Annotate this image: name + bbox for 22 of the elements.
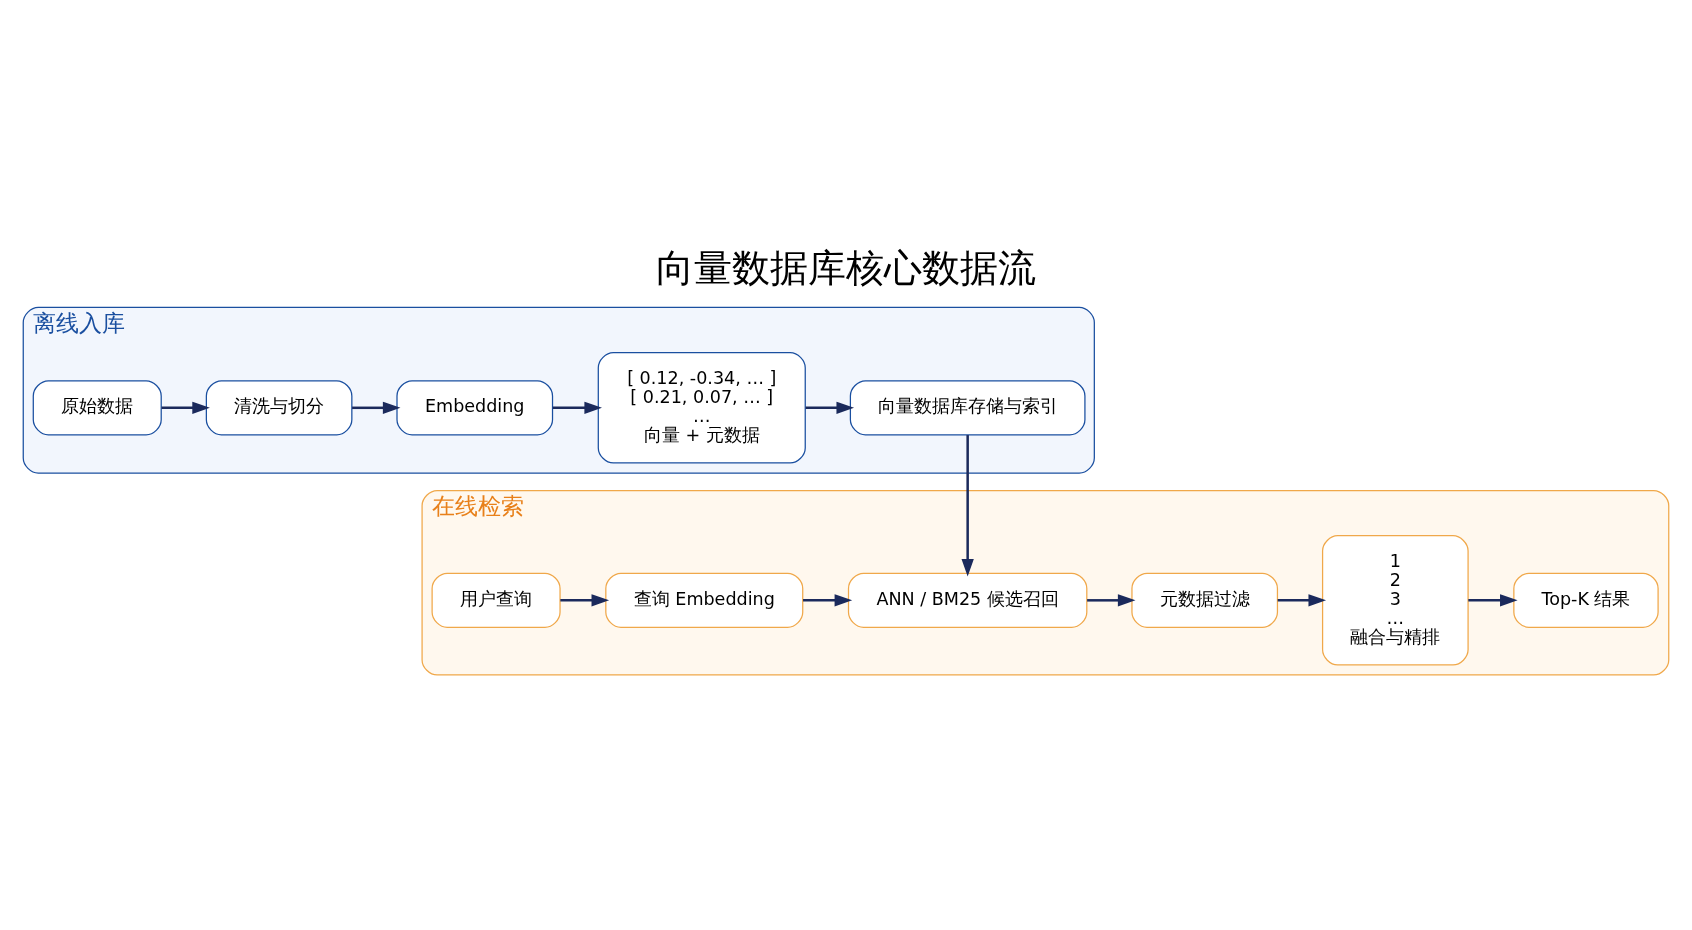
node-box: [ 0.12, -0.34, … ] [ 0.21, 0.07, … ] … 向量 + 元数据 (597, 351, 806, 464)
node-box: Embedding (396, 379, 554, 435)
diagram-title: 向量数据库核心数据流 (656, 245, 1036, 290)
arrow (352, 401, 401, 414)
node-box: 清洗与切分 (205, 379, 353, 435)
arrow (803, 593, 853, 606)
arrow (961, 434, 974, 577)
node-box: 1 2 3 … 融合与精排 (1321, 534, 1469, 666)
arrow (805, 401, 855, 414)
arrow (552, 401, 602, 414)
node-box: 元数据过滤 (1131, 572, 1279, 628)
arrow (1087, 593, 1136, 606)
node-box: ANN / BM25 候选召回 (847, 572, 1088, 628)
arrow (560, 593, 610, 606)
arrow (1468, 593, 1518, 606)
node-box: Top-K 结果 (1513, 572, 1659, 628)
node-box: 原始数据 (32, 379, 162, 435)
node-box: 查询 Embedding (605, 572, 804, 628)
arrow (1277, 593, 1327, 606)
node-box: 向量数据库存储与索引 (849, 379, 1086, 435)
arrow (161, 401, 210, 414)
node-box: 用户查询 (431, 572, 561, 628)
